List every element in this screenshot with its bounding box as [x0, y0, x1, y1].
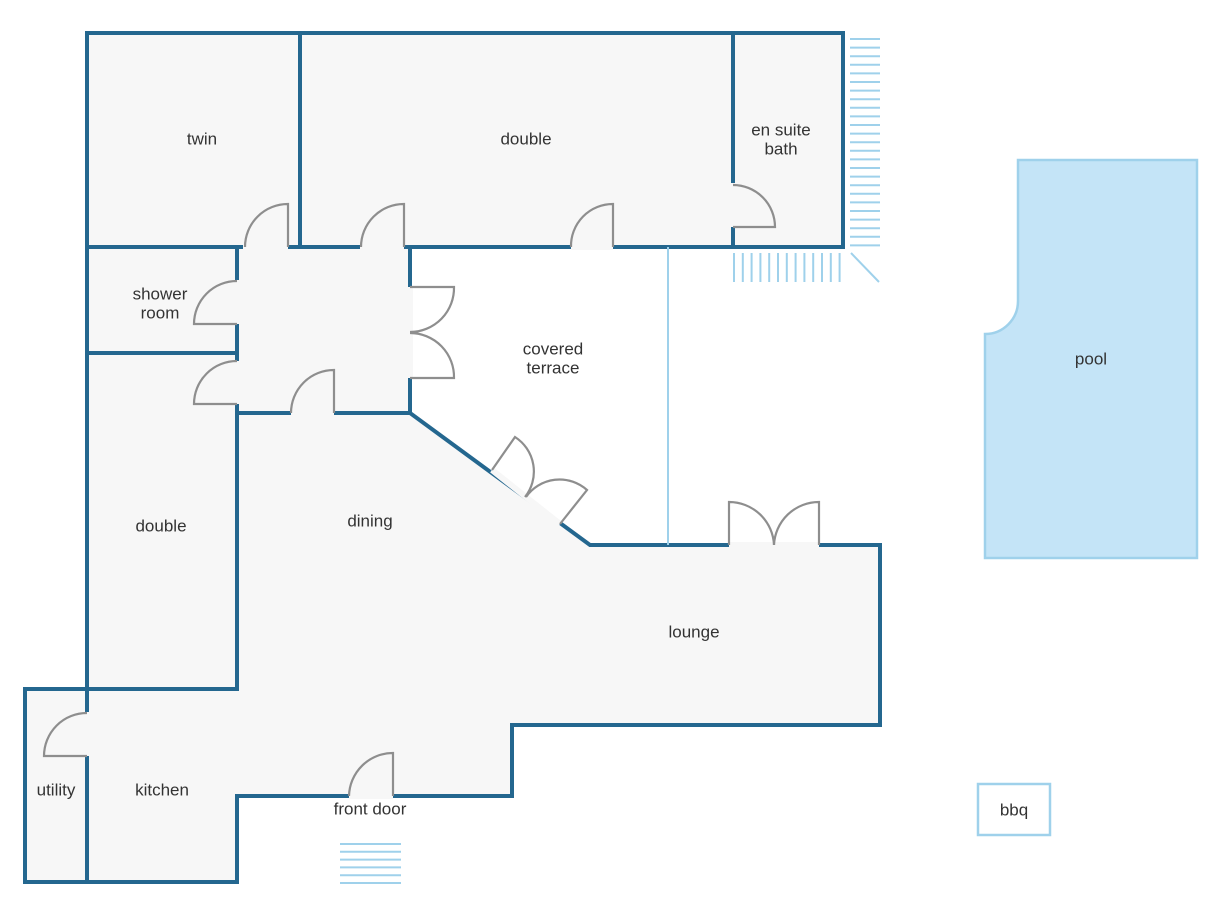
label-double-top: double: [500, 129, 551, 148]
exterior-walls: [23, 31, 882, 884]
door-shower-room[interactable]: [192, 279, 238, 326]
doors: [42, 183, 821, 797]
door-double-terrace[interactable]: [569, 202, 615, 248]
steps-diagonal: [850, 252, 880, 283]
label-twin: twin: [187, 129, 217, 148]
label-lounge: lounge: [668, 622, 719, 641]
door-utility[interactable]: [42, 711, 88, 758]
door-double-top[interactable]: [359, 202, 406, 248]
wall: [23, 31, 882, 884]
label-en-suite-line1: en suite: [751, 120, 811, 139]
label-kitchen: kitchen: [135, 780, 189, 799]
label-shower-line2: room: [141, 303, 180, 322]
label-bbq: bbq: [1000, 800, 1028, 819]
door-terrace-lower[interactable]: [409, 331, 456, 380]
house-floor: [25, 33, 880, 882]
label-covered-line2: terrace: [527, 358, 580, 377]
label-front-door: front door: [334, 799, 407, 818]
steps-right: [850, 38, 880, 247]
door-twin[interactable]: [243, 202, 290, 248]
room-labels: twin double en suite bath shower room co…: [37, 120, 1107, 819]
label-covered-line1: covered: [523, 339, 583, 358]
door-double-left[interactable]: [192, 359, 238, 406]
label-dining: dining: [347, 511, 392, 530]
steps-bottom: [733, 253, 841, 282]
pool: [983, 158, 1199, 560]
label-en-suite-line2: bath: [764, 139, 797, 158]
door-diagonal-lower[interactable]: [525, 478, 589, 525]
door-front[interactable]: [347, 751, 395, 797]
door-lounge-right[interactable]: [772, 500, 821, 546]
door-lounge-left[interactable]: [727, 500, 776, 546]
label-shower-line1: shower: [133, 284, 188, 303]
label-pool: pool: [1075, 349, 1107, 368]
door-hall-dining[interactable]: [289, 368, 336, 414]
door-en-suite[interactable]: [732, 183, 777, 229]
steps-front: [340, 843, 401, 884]
label-utility: utility: [37, 780, 76, 799]
bbq: [976, 782, 1052, 837]
label-double-left: double: [135, 516, 186, 535]
door-diagonal-upper[interactable]: [491, 435, 535, 498]
door-terrace-upper[interactable]: [409, 285, 456, 334]
